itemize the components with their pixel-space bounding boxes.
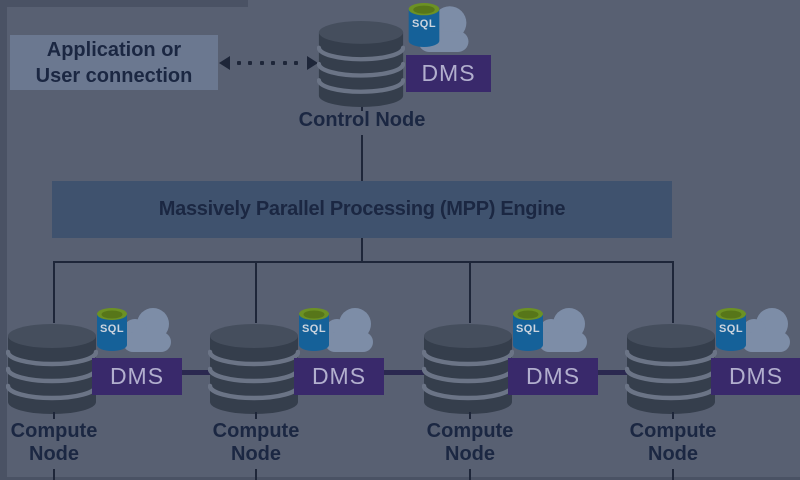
branch-drop-line bbox=[469, 261, 471, 323]
database-icon bbox=[421, 322, 515, 421]
node-tick-line bbox=[53, 412, 55, 419]
database-icon bbox=[5, 322, 99, 421]
dms-label: DMS bbox=[421, 60, 476, 86]
cloud-icon bbox=[737, 302, 794, 358]
compute-node-label: Compute Node bbox=[426, 420, 514, 465]
arrow-dot bbox=[283, 61, 287, 65]
arrow-right-head-icon bbox=[307, 56, 318, 70]
sql-database-icon: SQL bbox=[511, 307, 545, 358]
branch-drop-line bbox=[672, 261, 674, 323]
sql-database-icon: SQL bbox=[406, 2, 442, 54]
dms-box: DMS bbox=[406, 55, 491, 92]
dms-label: DMS bbox=[109, 363, 165, 389]
sql-icon-label: SQL bbox=[718, 323, 744, 335]
mpp-engine-bar: Massively Parallel Processing (MPP) Engi… bbox=[52, 181, 672, 238]
sql-database-icon: SQL bbox=[95, 307, 129, 358]
arrow-dot bbox=[271, 61, 275, 65]
node-bottom-line bbox=[53, 469, 55, 480]
cloud-icon bbox=[320, 302, 377, 358]
sql-database-icon: SQL bbox=[297, 307, 331, 358]
control-node-tick-line bbox=[361, 104, 363, 111]
branch-drop-line bbox=[255, 261, 257, 323]
compute-node-label: Compute Node bbox=[629, 420, 717, 465]
node-tick-line bbox=[672, 412, 674, 419]
dms-link-3-4 bbox=[596, 370, 627, 375]
screen-edge-shadow-top bbox=[0, 0, 248, 7]
node-tick-line bbox=[469, 412, 471, 419]
sql-icon-label: SQL bbox=[99, 323, 125, 335]
arrow-dot bbox=[237, 61, 241, 65]
control-node-label: Control Node bbox=[298, 109, 426, 131]
control-to-mpp-line bbox=[361, 135, 363, 181]
sql-database-icon: SQL bbox=[714, 307, 748, 358]
compute-node-label: Compute Node bbox=[10, 420, 98, 465]
screen-edge-shadow-left bbox=[0, 0, 7, 480]
cloud-icon bbox=[534, 302, 591, 358]
branch-drop-line bbox=[53, 261, 55, 323]
database-icon bbox=[624, 322, 718, 421]
mpp-to-branch-line bbox=[361, 238, 363, 263]
dms-label: DMS bbox=[525, 363, 581, 389]
dms-box: DMS bbox=[508, 358, 598, 395]
arrow-left-head-icon bbox=[219, 56, 230, 70]
application-user-connection-box: Application or User connection bbox=[10, 35, 218, 90]
compute-node-label: Compute Node bbox=[212, 420, 300, 465]
node-bottom-line bbox=[469, 469, 471, 480]
database-icon bbox=[316, 19, 406, 114]
branch-horizontal-line bbox=[53, 261, 674, 263]
dms-box: DMS bbox=[294, 358, 384, 395]
node-bottom-line bbox=[672, 469, 674, 480]
dms-link-1-2 bbox=[180, 370, 210, 375]
sql-icon-label: SQL bbox=[411, 18, 437, 30]
arrow-dot bbox=[248, 61, 252, 65]
node-tick-line bbox=[255, 412, 257, 419]
dms-label: DMS bbox=[311, 363, 367, 389]
mpp-engine-label: Massively Parallel Processing (MPP) Engi… bbox=[158, 198, 566, 220]
sql-icon-label: SQL bbox=[515, 323, 541, 335]
sql-icon-label: SQL bbox=[301, 323, 327, 335]
database-icon bbox=[207, 322, 301, 421]
node-bottom-line bbox=[255, 469, 257, 480]
dms-box: DMS bbox=[711, 358, 800, 395]
dms-label: DMS bbox=[728, 363, 784, 389]
screen-edge-shadow-bottom bbox=[0, 477, 800, 480]
application-user-connection-label: Application or User connection bbox=[35, 38, 193, 87]
arrow-dot bbox=[294, 61, 298, 65]
dms-link-2-3 bbox=[382, 370, 424, 375]
arrow-dot bbox=[260, 61, 264, 65]
cloud-icon bbox=[118, 302, 175, 358]
dms-box: DMS bbox=[92, 358, 182, 395]
